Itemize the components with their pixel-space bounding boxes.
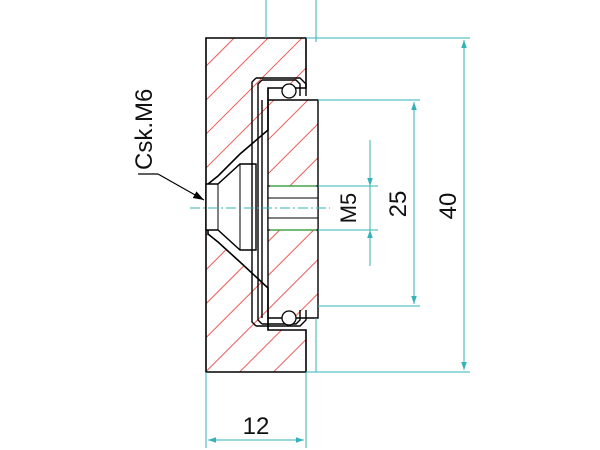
countersink-hole bbox=[205, 163, 257, 251]
dimension-lines bbox=[208, 40, 467, 443]
csk-label: Csk.M6 bbox=[131, 89, 158, 170]
inner-block-section bbox=[267, 99, 319, 319]
ball-detents bbox=[281, 83, 297, 326]
extension-lines bbox=[205, 0, 470, 448]
dimension-40-label: 40 bbox=[435, 193, 462, 220]
csk-leader bbox=[138, 173, 205, 201]
dimension-12-label: 12 bbox=[243, 413, 270, 440]
dimension-25-label: 25 bbox=[385, 191, 412, 218]
clip-bracket bbox=[251, 77, 307, 327]
thread-lines bbox=[270, 185, 316, 231]
m5-label: M5 bbox=[336, 193, 361, 224]
